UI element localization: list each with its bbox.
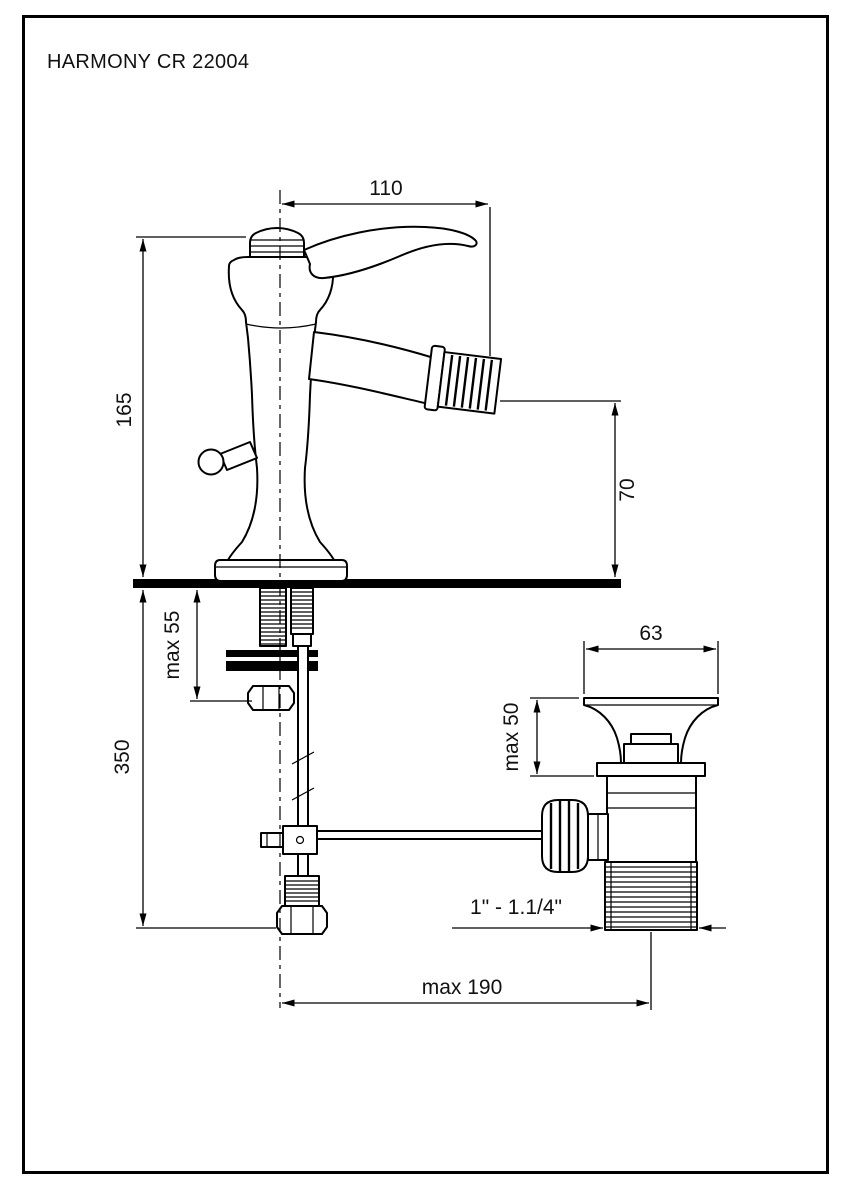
product-title: HARMONY CR 22004 <box>47 51 250 73</box>
svg-text:70: 70 <box>616 478 639 501</box>
mounting-deck <box>133 579 621 588</box>
dim-max-offset: max 190 <box>282 932 652 1010</box>
dim-spout-reach: 110 <box>282 177 491 356</box>
lever-handle <box>303 225 478 280</box>
dim-flange-diameter: 63 <box>583 622 719 694</box>
svg-text:63: 63 <box>639 622 662 645</box>
dim-max-deck-thickness: max 55 <box>161 590 252 702</box>
svg-text:max 190: max 190 <box>422 976 503 999</box>
washer <box>226 650 318 657</box>
svg-text:max 55: max 55 <box>161 611 184 680</box>
faucet-column <box>227 256 335 561</box>
dim-flange-height: max 50 <box>500 697 594 777</box>
svg-text:max 50: max 50 <box>500 703 523 772</box>
waste-plug <box>623 743 679 764</box>
svg-text:110: 110 <box>369 177 402 200</box>
waste-body <box>606 775 697 863</box>
waste-plug-top <box>630 733 672 745</box>
aerator <box>423 344 503 415</box>
mounting-nut <box>247 685 295 711</box>
threaded-shank <box>259 587 287 647</box>
faucet-base <box>214 559 348 582</box>
dim-waste-thread: 1" - 1.1/4" <box>452 896 726 932</box>
handle-cap <box>249 227 305 258</box>
gasket <box>226 661 318 671</box>
faucet-body <box>197 225 503 582</box>
dim-spout-height: 70 <box>500 400 639 577</box>
flange-plate <box>596 762 706 777</box>
svg-text:1" - 1.1/4": 1" - 1.1/4" <box>470 896 562 919</box>
popup-knob-stem <box>219 441 258 471</box>
popup-knob <box>197 448 225 476</box>
below-deck-assembly <box>226 587 546 935</box>
drain-assembly <box>541 697 719 931</box>
dim-below-deck-length: 350 <box>111 590 276 929</box>
popup-rod-upper <box>290 587 314 635</box>
balljoint-nut <box>541 799 589 873</box>
dim-height-above-deck: 165 <box>113 236 246 577</box>
page-border <box>22 15 829 1174</box>
svg-text:165: 165 <box>113 392 136 427</box>
connector-nut <box>276 905 328 935</box>
svg-text:350: 350 <box>111 739 134 774</box>
dimensions: 110 165 70 max 55 <box>111 177 726 1010</box>
linkage-rod <box>304 830 546 840</box>
waste-tailpiece <box>604 861 698 931</box>
rod-clamp <box>282 825 318 855</box>
faucet-spout <box>308 331 435 405</box>
